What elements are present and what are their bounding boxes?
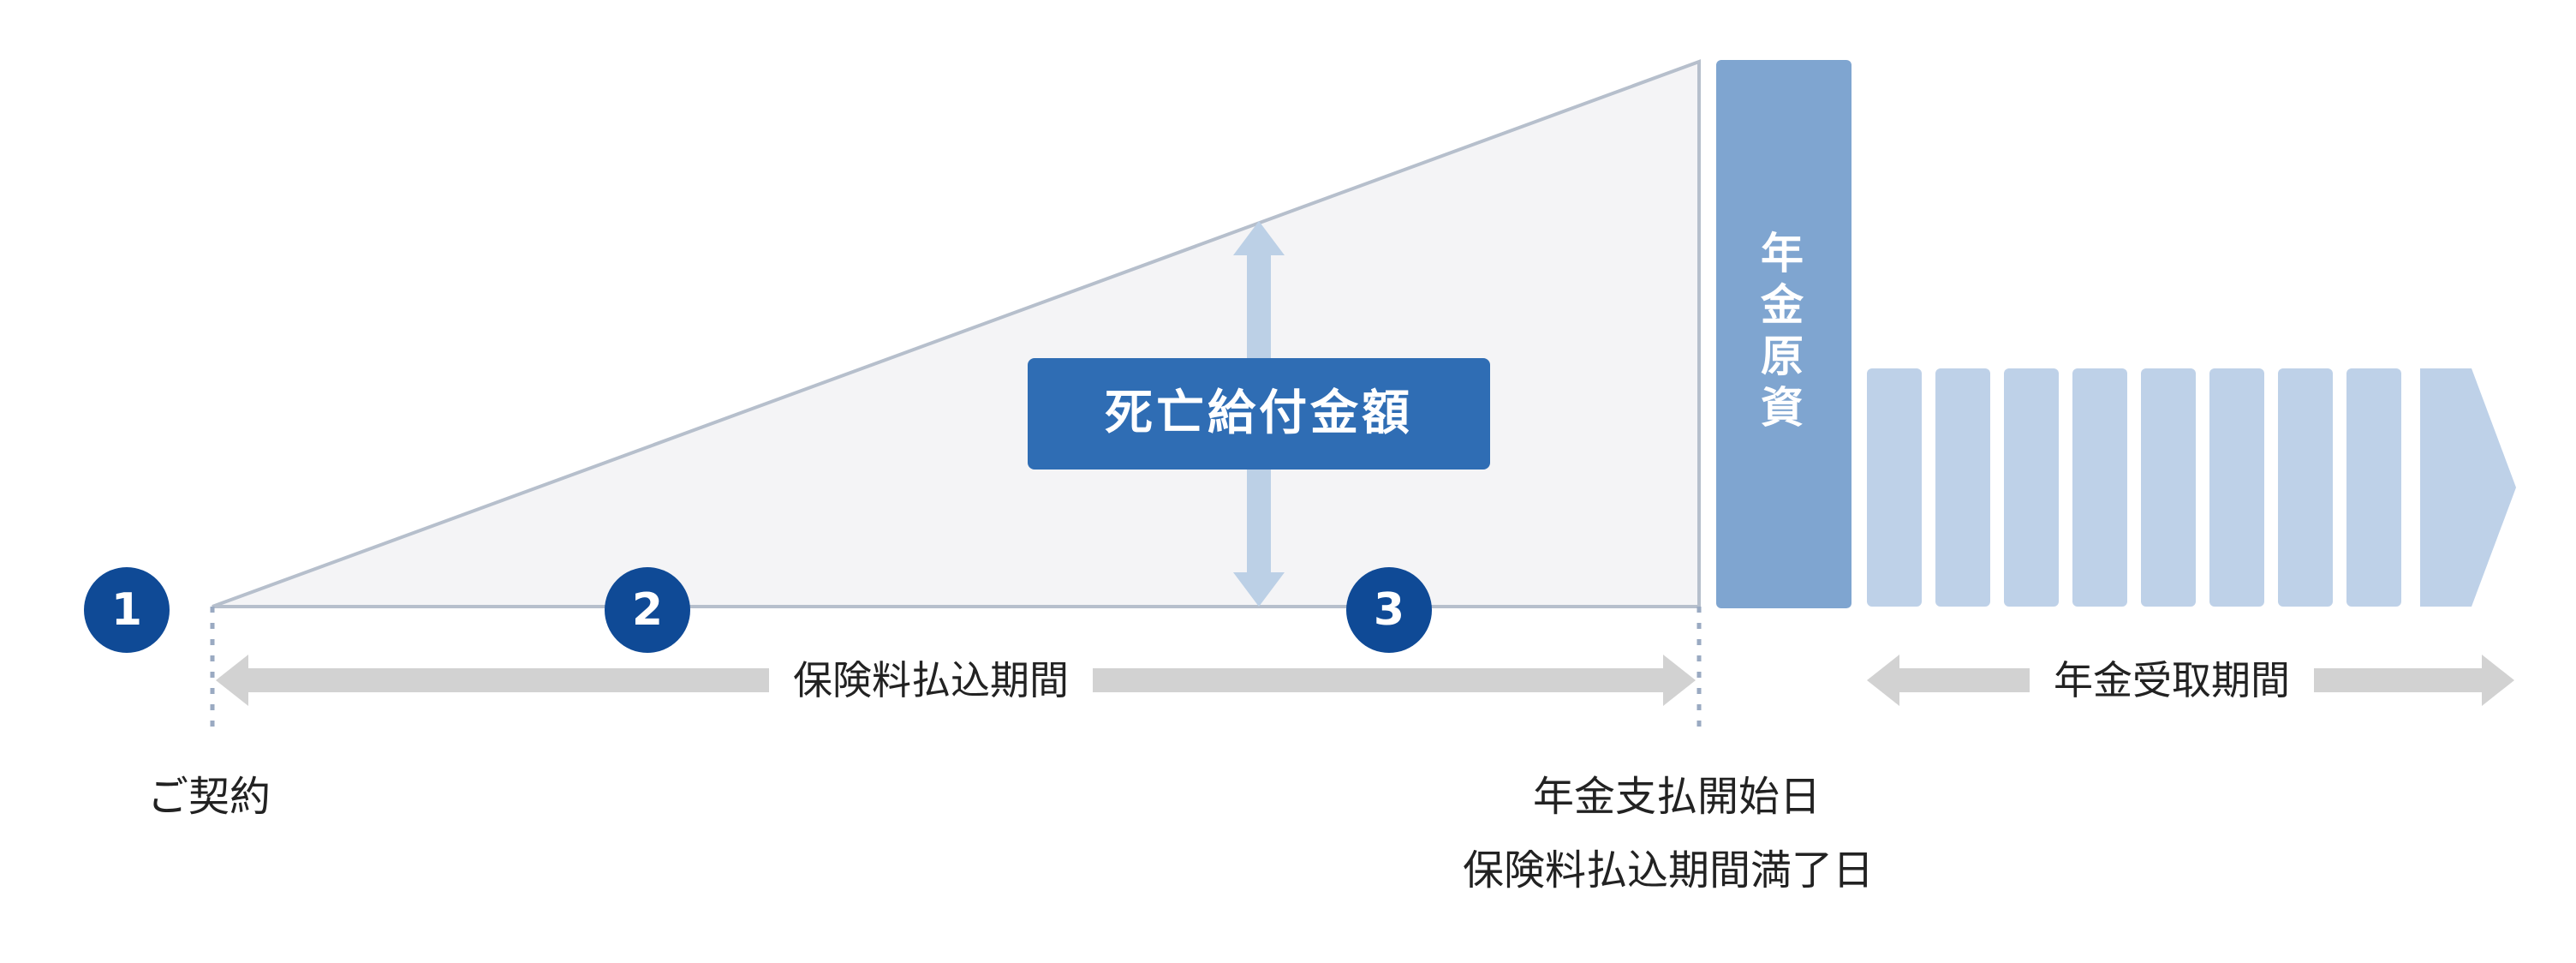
death-benefit-label: 死亡給付金額 [1028,358,1490,470]
annuity-fund-label: 年 金 原 資 [1761,229,1804,433]
annuity-payment-bar [1935,368,1990,607]
badge-3: 3 [1346,567,1432,653]
badge-1: 1 [84,567,170,653]
annuity-payment-bar [2346,368,2401,607]
death-benefit-growth-area [212,59,1701,608]
annuity-payment-arrow-bar [2420,368,2516,607]
annuity-payment-bar [2141,368,2196,607]
premium-period-label: 保険料払込期間 [769,661,1093,700]
annuity-period-label: 年金受取期間 [2030,661,2314,700]
annuity-payment-bar [2209,368,2264,607]
contract-label: ご契約 [147,773,271,821]
annuity-payment-bar [2072,368,2127,607]
annuity-payment-bar [2278,368,2333,607]
annuity-payment-bar [2004,368,2059,607]
annuity-start-label: 年金支払開始日 [1533,773,1822,821]
annuity-payment-bars [1867,368,2516,607]
annuity-payment-bar [1867,368,1922,607]
premium-end-label: 保険料払込期間満了日 [1463,846,1875,894]
badge-2: 2 [605,567,690,653]
annuity-fund-bar [1716,60,1852,608]
